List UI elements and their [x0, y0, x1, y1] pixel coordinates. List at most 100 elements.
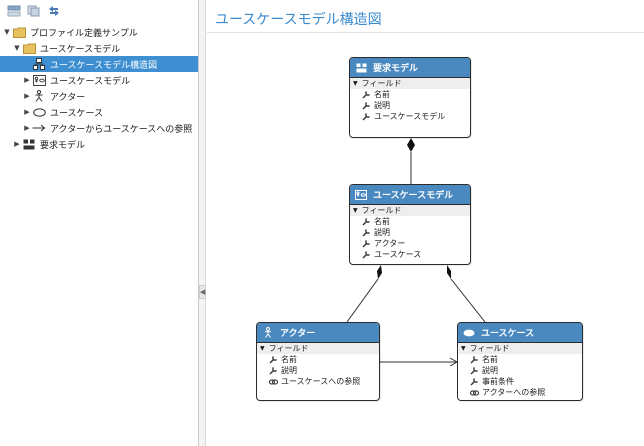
tree-item-label: ユースケースモデル構造図	[50, 60, 158, 71]
composition-diamond	[407, 138, 415, 152]
field-item[interactable]: アクターへの参照	[458, 387, 582, 398]
sync-icon[interactable]	[46, 4, 62, 18]
wrench-icon	[470, 366, 479, 375]
diagram-editor: ユースケースモデル構造図 要求モデル ▼フィールド 名前 説明 ユースケースモデ…	[207, 0, 644, 446]
node-header[interactable]: アクター	[257, 323, 379, 343]
collapse-triangle-icon[interactable]: ▼	[353, 207, 358, 214]
collapse-triangle-icon[interactable]: ▼	[461, 345, 466, 352]
diagram-icon	[32, 57, 46, 71]
expand-down-icon[interactable]: ▼	[14, 44, 20, 52]
expand-right-icon[interactable]: ▶	[24, 108, 30, 116]
collapse-panel-icon[interactable]: ◀	[199, 285, 206, 299]
composition-line-usecasemodel-usecase[interactable]	[450, 278, 486, 323]
field-item[interactable]: 説明	[458, 365, 582, 376]
usecase-ellipse-icon	[32, 105, 46, 119]
panel-splitter[interactable]	[199, 0, 206, 446]
wrench-icon	[269, 366, 278, 375]
wrench-icon	[362, 112, 371, 121]
field-item[interactable]: アクター	[350, 238, 470, 249]
link-icon	[470, 388, 479, 397]
node-requirement-model[interactable]: 要求モデル ▼フィールド 名前 説明 ユースケースモデル	[349, 57, 471, 138]
expand-down-icon[interactable]: ▼	[4, 28, 10, 36]
model-explorer-panel: ▼ プロファイル定義サンプル ▼ ユースケースモデル ユースケースモデル構造図 …	[0, 0, 199, 446]
collapse-triangle-icon[interactable]: ▼	[353, 80, 358, 87]
wrench-icon	[362, 250, 371, 259]
composition-diamond	[447, 265, 451, 279]
field-section-header[interactable]: ▼フィールド	[458, 343, 582, 354]
field-section-header[interactable]: ▼フィールド	[350, 205, 470, 216]
wrench-icon	[470, 377, 479, 386]
wrench-icon	[362, 239, 371, 248]
tree-item-usecase[interactable]: ▶ ユースケース	[0, 104, 198, 120]
usecase-ellipse-icon	[463, 327, 475, 339]
collapse-triangle-icon[interactable]: ▼	[260, 345, 265, 352]
composition-diamond	[377, 265, 382, 279]
explorer-toolbar	[0, 0, 198, 22]
field-item[interactable]: ユースケース	[350, 249, 470, 260]
tree-item-usecase-model-folder[interactable]: ▼ ユースケースモデル	[0, 40, 198, 56]
node-usecase[interactable]: ユースケース ▼フィールド 名前 説明 事前条件 アクターへの参照	[457, 322, 583, 401]
field-item[interactable]: 名前	[257, 354, 379, 365]
wrench-icon	[269, 355, 278, 364]
node-actor[interactable]: アクター ▼フィールド 名前 説明 ユースケースへの参照	[256, 322, 380, 401]
field-item[interactable]: 事前条件	[458, 376, 582, 387]
usecase-model-icon	[32, 73, 46, 87]
actor-icon	[262, 327, 274, 339]
expand-right-icon[interactable]: ▶	[24, 92, 30, 100]
node-header[interactable]: ユースケース	[458, 323, 582, 343]
wrench-icon	[362, 90, 371, 99]
requirement-model-icon	[355, 62, 367, 74]
field-item[interactable]: 説明	[350, 227, 470, 238]
reference-arrow-icon	[32, 121, 46, 135]
tree-item-label: 要求モデル	[40, 140, 86, 151]
wrench-icon	[362, 101, 371, 110]
node-title: ユースケースモデル	[373, 191, 454, 201]
field-item[interactable]: 名前	[458, 354, 582, 365]
wrench-icon	[362, 217, 371, 226]
requirement-model-icon	[22, 137, 36, 151]
expand-right-icon[interactable]: ▶	[14, 140, 20, 148]
diagram-canvas	[346, 138, 486, 367]
composition-line-usecasemodel-actor[interactable]	[346, 278, 379, 323]
field-item[interactable]: 説明	[257, 365, 379, 376]
tree-item-label: アクターからユースケースへの参照	[50, 124, 193, 135]
tree-item-actor[interactable]: ▶ アクター	[0, 88, 198, 104]
field-item[interactable]: 名前	[350, 89, 470, 100]
field-item[interactable]: ユースケースモデル	[350, 111, 470, 122]
node-usecase-model[interactable]: ユースケースモデル ▼フィールド 名前 説明 アクター ユースケース	[349, 184, 471, 265]
tree-item-structure-diagram[interactable]: ユースケースモデル構造図	[0, 56, 198, 72]
tree-item-requirement-model[interactable]: ▶ 要求モデル	[0, 136, 198, 152]
folder-icon	[12, 25, 26, 39]
tree-item-usecase-model-class[interactable]: ▶ ユースケースモデル	[0, 72, 198, 88]
title-divider	[207, 32, 644, 33]
wrench-icon	[362, 228, 371, 237]
link-icon	[269, 377, 278, 386]
node-title: 要求モデル	[373, 64, 419, 74]
tree-item-label: ユースケースモデル	[50, 76, 131, 87]
tree-item-label: プロファイル定義サンプル	[30, 28, 138, 39]
collapse-all-icon[interactable]	[6, 4, 22, 18]
tree-item-reference[interactable]: ▶ アクターからユースケースへの参照	[0, 120, 198, 136]
actor-icon	[32, 89, 46, 103]
tree-item-label: ユースケース	[50, 108, 104, 119]
node-header[interactable]: 要求モデル	[350, 58, 470, 78]
node-header[interactable]: ユースケースモデル	[350, 185, 470, 205]
node-title: ユースケース	[481, 329, 535, 339]
field-item[interactable]: 名前	[350, 216, 470, 227]
model-tree: ▼ プロファイル定義サンプル ▼ ユースケースモデル ユースケースモデル構造図 …	[0, 24, 198, 152]
usecase-model-icon	[355, 189, 367, 201]
expand-right-icon[interactable]: ▶	[24, 124, 30, 132]
expand-right-icon[interactable]: ▶	[24, 76, 30, 84]
field-section-header[interactable]: ▼フィールド	[350, 78, 470, 89]
copy-icon[interactable]	[26, 4, 42, 18]
folder-icon	[22, 41, 36, 55]
diagram-title: ユースケースモデル構造図	[215, 12, 382, 28]
tree-item-label: アクター	[50, 92, 86, 103]
field-item[interactable]: 説明	[350, 100, 470, 111]
field-section-header[interactable]: ▼フィールド	[257, 343, 379, 354]
wrench-icon	[470, 355, 479, 364]
tree-item-label: ユースケースモデル	[40, 44, 121, 55]
field-item[interactable]: ユースケースへの参照	[257, 376, 379, 387]
node-title: アクター	[280, 329, 316, 339]
tree-item-profile[interactable]: ▼ プロファイル定義サンプル	[0, 24, 198, 40]
